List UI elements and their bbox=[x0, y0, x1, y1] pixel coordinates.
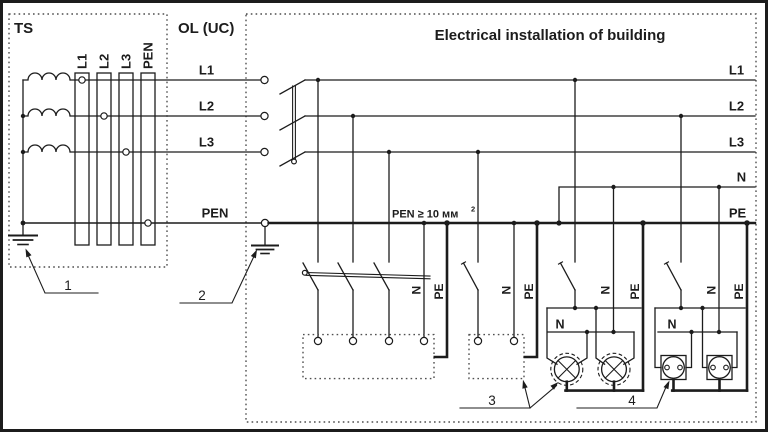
ol-section-label: OL (UC) bbox=[178, 20, 234, 37]
callout-4-number: 4 bbox=[628, 393, 636, 408]
pen-cross-section-note: PEN ≥ 10 мм 2 bbox=[392, 205, 475, 221]
socket-branch-switch bbox=[663, 261, 682, 291]
wallsocket-n-label: N bbox=[705, 286, 719, 295]
busbar-pen-label: PEN bbox=[141, 42, 156, 69]
lighting-circuit: N N PE bbox=[546, 79, 645, 392]
socket3ph-n-label: N bbox=[410, 286, 424, 295]
three-pole-switch bbox=[301, 262, 431, 291]
busbar-l2 bbox=[96, 72, 112, 246]
callout-1-number: 1 bbox=[64, 278, 72, 293]
busbar-l3-label: L3 bbox=[119, 54, 134, 69]
pen-repeated-earth-electrode bbox=[251, 225, 279, 255]
busbar-pen-terminal bbox=[144, 219, 152, 227]
building-boundary-box bbox=[245, 13, 757, 423]
ts-busbars: L1 L2 L3 PEN bbox=[74, 42, 156, 246]
callout-3: 3 bbox=[459, 379, 559, 409]
lighting-n-label: N bbox=[599, 286, 613, 295]
callout-3-number: 3 bbox=[488, 393, 496, 408]
label-l3-right: L3 bbox=[729, 135, 744, 150]
label-n-right: N bbox=[737, 170, 746, 185]
busbar-pen-hatched bbox=[140, 72, 156, 246]
label-l1-right: L1 bbox=[729, 63, 744, 78]
label-pe-right: PE bbox=[729, 206, 747, 221]
label-l2-right: L2 bbox=[729, 99, 744, 114]
single-phase-socket-circuit: N PE bbox=[460, 151, 539, 380]
ol-line-labels: L1 L2 L3 PEN bbox=[199, 63, 228, 221]
lighting-n-bus-label: N bbox=[556, 318, 565, 332]
busbar-l3-terminal bbox=[122, 148, 130, 156]
callout-2: 2 bbox=[179, 249, 257, 304]
ol-l3-label: L3 bbox=[199, 135, 214, 150]
lighting-pe-label: PE bbox=[628, 283, 642, 299]
building-line-labels: L1 L2 L3 N PE bbox=[729, 63, 747, 221]
busbar-l1 bbox=[74, 72, 90, 246]
busbar-l1-terminal bbox=[78, 76, 86, 84]
ol-l2-label: L2 bbox=[199, 99, 214, 114]
busbar-l3 bbox=[118, 72, 134, 246]
building-n-line bbox=[558, 186, 756, 224]
socket1ph-pe-conductor bbox=[523, 222, 539, 359]
ts-boundary-box bbox=[8, 13, 168, 268]
callout-2-number: 2 bbox=[198, 288, 206, 303]
busbar-l2-label: L2 bbox=[97, 54, 112, 69]
callout-4: 4 bbox=[576, 380, 670, 409]
socket3ph-pe-conductor bbox=[433, 222, 449, 359]
wallsocket-n-bus-label: N bbox=[668, 318, 677, 332]
wall-socket-circuit: N N PE bbox=[654, 115, 749, 392]
lighting-switch bbox=[557, 261, 576, 291]
main-disconnector-switch bbox=[279, 79, 306, 167]
three-phase-socket-box bbox=[302, 333, 435, 380]
pen-note-superscript: 2 bbox=[471, 205, 475, 214]
building-title: Electrical installation of building bbox=[435, 27, 666, 44]
wallsocket-pe-label: PE bbox=[732, 283, 746, 299]
busbar-l1-label: L1 bbox=[75, 54, 90, 69]
callout-1: 1 bbox=[25, 248, 99, 294]
socket1ph-pe-label: PE bbox=[522, 283, 536, 299]
ts-section-label: TS bbox=[14, 20, 33, 37]
pen-note-text: PEN ≥ 10 мм bbox=[392, 209, 458, 221]
three-phase-socket-circuit: N PE bbox=[301, 79, 449, 380]
socket3ph-pe-label: PE bbox=[432, 283, 446, 299]
ol-pen-label: PEN bbox=[202, 206, 229, 221]
transformer-neutral-earth-electrode bbox=[8, 234, 38, 246]
busbar-l2-terminal bbox=[100, 112, 108, 120]
ol-l1-label: L1 bbox=[199, 63, 214, 78]
single-pole-switch bbox=[460, 261, 479, 291]
socket1ph-n-label: N bbox=[500, 286, 514, 295]
